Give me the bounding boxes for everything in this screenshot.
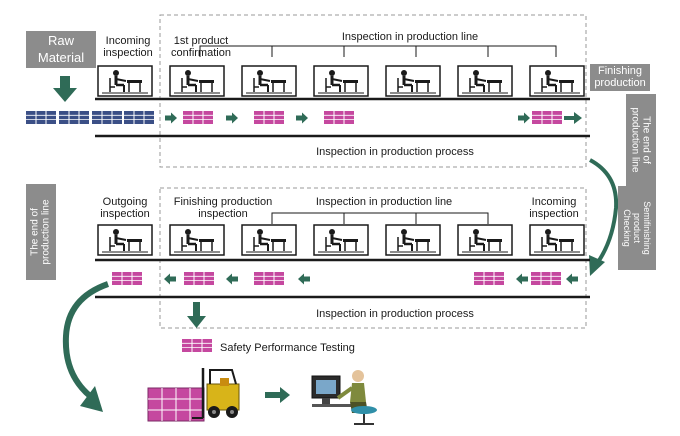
flow-right-arrow xyxy=(564,112,582,124)
top-dashed-region xyxy=(159,14,587,168)
outgoing-line1: Outgoing xyxy=(102,196,148,208)
worker-at-bench-icon xyxy=(456,64,514,98)
product-tray-icon xyxy=(123,110,155,125)
worker-at-bench-icon xyxy=(96,64,154,98)
semi-line2: product xyxy=(632,212,642,244)
finishing-insp-line1: Finishing production xyxy=(173,196,273,208)
outgoing-line2: inspection xyxy=(100,208,150,220)
bottom-inline-label: Inspection in production line xyxy=(315,196,453,208)
worker-at-bench-icon xyxy=(384,223,442,257)
safety-testing-label: Safety Performance Testing xyxy=(220,342,355,354)
flow-right-arrow xyxy=(296,112,308,124)
worker-at-bench-icon xyxy=(456,223,514,257)
bottom-incoming-line2: inspection xyxy=(529,208,579,220)
finishing-tag-line2: production xyxy=(594,77,646,89)
product-tray-icon xyxy=(323,110,355,125)
raw-material-tag: Raw Material xyxy=(26,31,96,68)
safety-down-arrow xyxy=(187,302,206,328)
top-inline-bracket xyxy=(199,45,557,57)
raw-material-line2: Material xyxy=(37,50,85,65)
product-tray-icon xyxy=(473,271,505,286)
flow-left-arrow xyxy=(566,273,578,285)
bottom-inline-bracket xyxy=(271,212,489,224)
worker-at-bench-icon xyxy=(312,64,370,98)
end-of-line-right-tag: The end of production line xyxy=(626,94,656,186)
worker-at-bench-icon xyxy=(384,64,442,98)
product-tray-icon xyxy=(111,271,143,286)
flow-right-arrow xyxy=(226,112,238,124)
product-tray-icon xyxy=(58,110,90,125)
end-right-line2: production line xyxy=(630,107,642,173)
worker-at-bench-icon xyxy=(528,64,586,98)
flow-left-arrow xyxy=(226,273,238,285)
product-tray-icon xyxy=(25,110,57,125)
right-return-curve-arrow xyxy=(589,158,619,264)
end-right-line1: The end of xyxy=(641,116,653,164)
top-incoming-line1: Incoming xyxy=(105,35,151,47)
worker-at-bench-icon xyxy=(240,223,298,257)
worker-at-bench-icon xyxy=(240,64,298,98)
top-process-label: Inspection in production process xyxy=(316,146,474,158)
end-left-line1: The end of xyxy=(30,208,42,256)
finishing-production-inspection-label: Finishing production inspection xyxy=(160,196,286,220)
raw-material-line1: Raw xyxy=(47,33,74,48)
product-tray-icon xyxy=(91,110,123,125)
product-tray-icon xyxy=(253,271,285,286)
raw-material-down-arrow xyxy=(53,76,77,102)
left-curve-arrow xyxy=(62,281,110,399)
top-inline-label: Inspection in production line xyxy=(341,31,479,43)
right-return-arrowhead xyxy=(589,255,605,276)
worker-at-bench-icon xyxy=(96,223,154,257)
product-tray-icon xyxy=(181,338,213,353)
product-tray-icon xyxy=(530,271,562,286)
bottom-process-label: Inspection in production process xyxy=(316,308,474,320)
first-product-line1: 1st product xyxy=(173,35,229,47)
person-at-computer-icon xyxy=(311,370,377,425)
worker-at-bench-icon xyxy=(312,223,370,257)
finishing-tag-line1: Finishing xyxy=(597,65,643,77)
first-product-confirmation-label: 1st product confirmation xyxy=(160,35,242,59)
end-left-line2: production line xyxy=(41,199,53,265)
flow-left-arrow xyxy=(164,273,176,285)
product-tray-icon xyxy=(531,110,563,125)
forklift-icon xyxy=(192,368,240,419)
outgoing-inspection-label: Outgoing inspection xyxy=(90,196,160,220)
top-incoming-line2: inspection xyxy=(103,47,153,59)
bottom-incoming-inspection-label: Incoming inspection xyxy=(522,196,586,220)
semi-line1: Semifinishing xyxy=(642,201,652,255)
flow-right-arrow xyxy=(265,387,290,403)
product-tray-icon xyxy=(182,110,214,125)
top-incoming-inspection-label: Incoming inspection xyxy=(96,35,160,59)
first-product-line2: confirmation xyxy=(171,47,231,59)
flow-left-arrow xyxy=(298,273,310,285)
worker-at-bench-icon xyxy=(528,223,586,257)
semi-line3: Checking xyxy=(622,209,632,247)
bottom-dashed-region xyxy=(159,187,587,329)
finishing-insp-line2: inspection xyxy=(198,208,248,220)
finishing-production-tag: Finishing production xyxy=(590,64,650,91)
flow-left-arrow xyxy=(516,273,528,285)
product-tray-icon xyxy=(183,271,215,286)
flow-right-arrow xyxy=(165,112,177,124)
left-curve-arrowhead xyxy=(80,386,103,412)
semifinishing-check-tag: Semifinishing product Checking xyxy=(618,186,656,270)
pallet-stack-icon xyxy=(147,387,205,422)
worker-at-bench-icon xyxy=(168,223,226,257)
product-tray-icon xyxy=(253,110,285,125)
bottom-incoming-line1: Incoming xyxy=(531,196,577,208)
end-of-line-left-tag: The end of production line xyxy=(26,184,56,280)
flow-right-arrow xyxy=(518,112,530,124)
worker-at-bench-icon xyxy=(168,64,226,98)
